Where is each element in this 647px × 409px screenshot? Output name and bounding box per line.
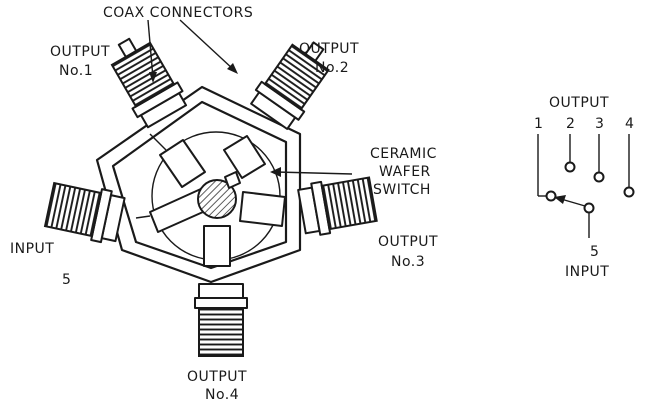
label-no-1: No.1	[59, 63, 93, 79]
label-no-4: No.4	[205, 387, 239, 403]
leader-coax-connectors	[147, 19, 238, 83]
label-coax-connectors: COAX CONNECTORS	[103, 5, 253, 21]
switch-housing	[95, 85, 302, 284]
coax-connector-output-2	[250, 41, 330, 130]
label-no-3: No.3	[391, 254, 425, 270]
schematic-terminal-4: 4	[625, 116, 634, 132]
schematic-contact-3	[593, 171, 605, 183]
schematic-contact-1	[545, 190, 557, 202]
schematic-input-number: 5	[590, 244, 599, 260]
schematic-contact-2	[564, 161, 576, 173]
leader-ceramic-wafer	[270, 167, 353, 177]
coax-connector-input-5	[43, 181, 126, 244]
label-switch: SWITCH	[373, 182, 431, 198]
switch-schematic: OUTPUT 1 2 3 4 5 INPUT	[534, 95, 635, 280]
label-ceramic: CERAMIC	[370, 146, 437, 162]
label-input: INPUT	[10, 241, 54, 257]
contact-block-4	[203, 225, 231, 267]
schematic-title: OUTPUT	[549, 95, 609, 111]
contact-block-2	[223, 135, 266, 179]
schematic-contact-4	[623, 186, 635, 198]
contact-block-1	[149, 133, 206, 188]
schematic-terminal-1: 1	[534, 116, 543, 132]
coax-connector-output-1	[110, 37, 188, 129]
label-output-4: OUTPUT	[187, 369, 247, 385]
label-output-2: OUTPUT	[299, 41, 359, 57]
schematic-wiper-pivot	[583, 202, 595, 214]
schematic-terminal-3: 3	[595, 116, 604, 132]
label-wafer: WAFER	[379, 164, 431, 180]
label-no-2: No.2	[315, 60, 349, 76]
schematic-input-label: INPUT	[565, 264, 609, 280]
schematic-terminal-2: 2	[566, 116, 575, 132]
schematic-wiper-arrow	[554, 195, 566, 204]
label-input-5: 5	[62, 272, 71, 288]
contact-block-3	[239, 191, 286, 227]
coax-connector-output-4	[194, 283, 248, 357]
switch-rotor	[197, 171, 241, 219]
label-output-3: OUTPUT	[378, 234, 438, 250]
coax-connector-output-3	[297, 176, 378, 236]
label-output-1: OUTPUT	[50, 44, 110, 60]
